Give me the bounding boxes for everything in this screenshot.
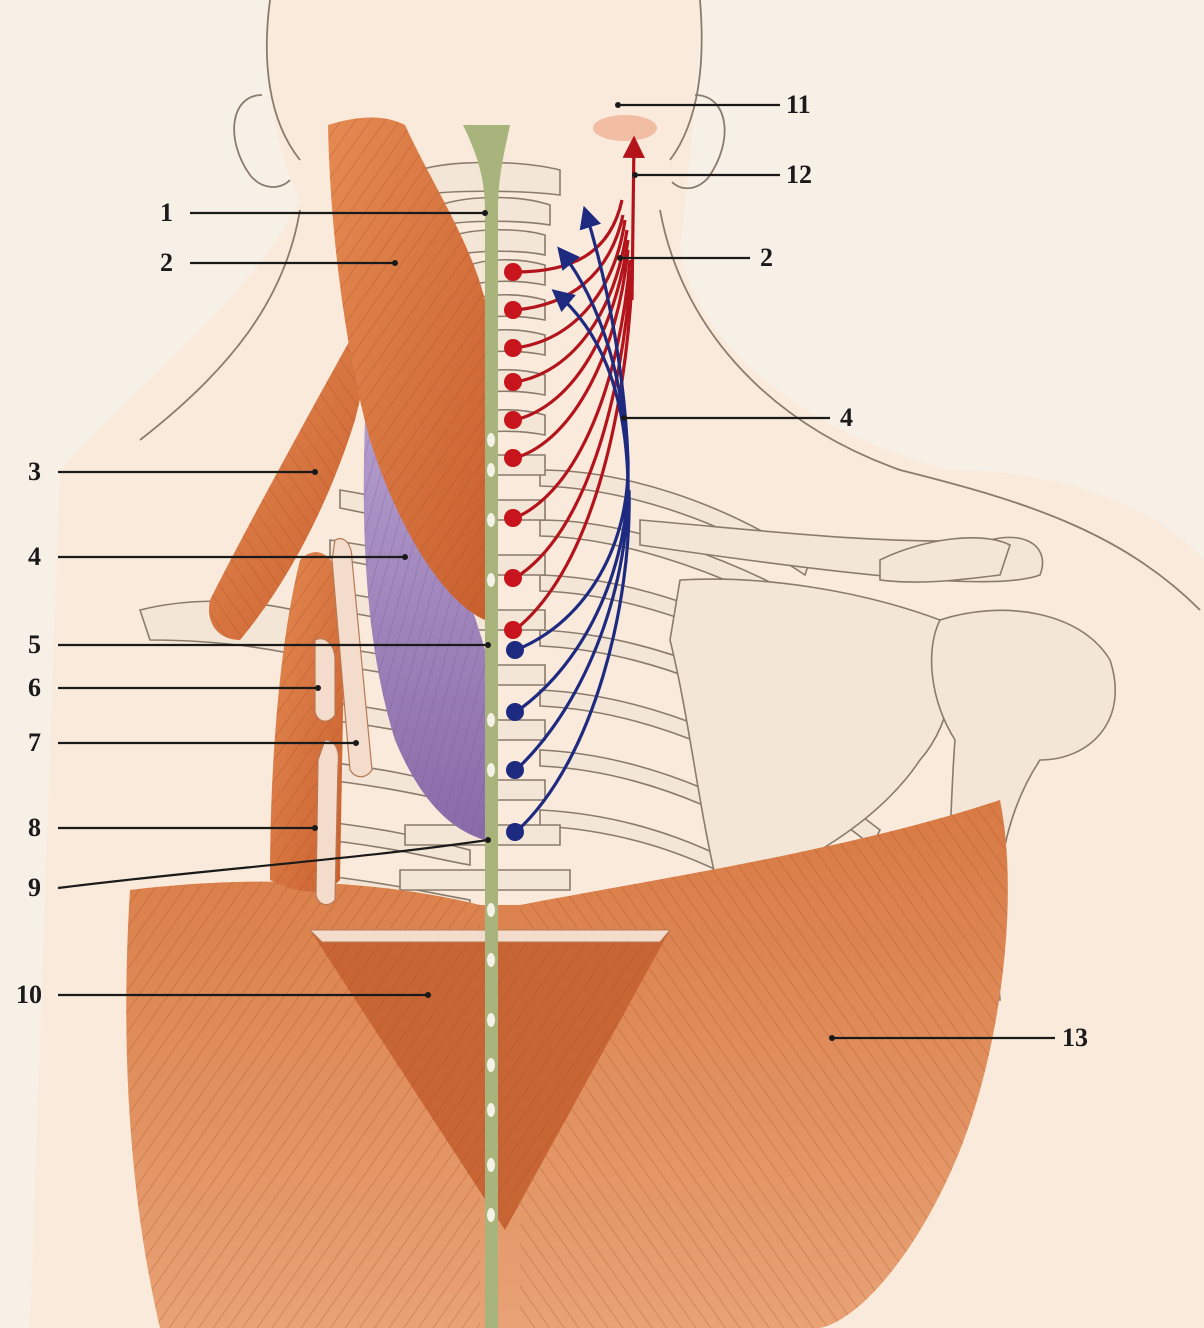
label-4-right: 4	[840, 403, 853, 432]
label-1: 1	[160, 198, 173, 227]
label-7: 7	[28, 728, 41, 757]
occipital-target-area	[593, 115, 657, 141]
inferior-angle-strip	[316, 740, 338, 905]
label-3: 3	[28, 457, 41, 486]
label-4-left: 4	[28, 542, 41, 571]
label-9: 9	[28, 873, 41, 902]
label-13: 13	[1062, 1023, 1088, 1052]
label-11: 11	[786, 90, 811, 119]
label-10: 10	[16, 980, 42, 1009]
label-2-left: 2	[160, 248, 173, 277]
label-6: 6	[28, 673, 41, 702]
label-12: 12	[786, 160, 812, 189]
label-2-right: 2	[760, 243, 773, 272]
scapula-spine-strip	[315, 639, 335, 721]
label-8: 8	[28, 813, 41, 842]
label-5: 5	[28, 630, 41, 659]
